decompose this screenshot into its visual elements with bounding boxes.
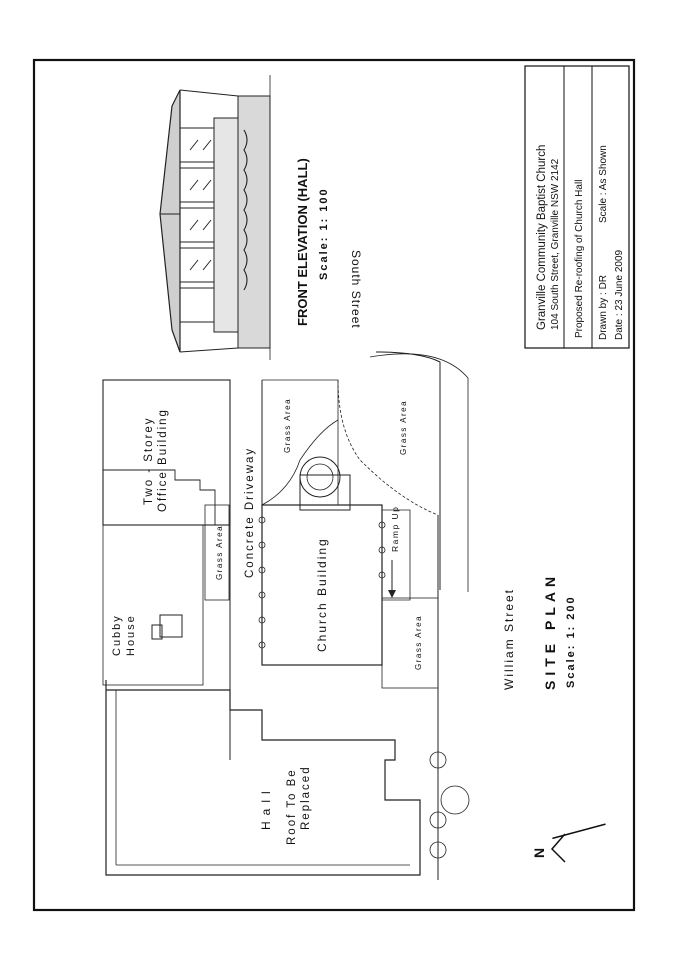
driveway-label: Concrete Driveway <box>244 447 256 578</box>
drawn-by: Drawn by : DR <box>598 275 609 340</box>
grass-area-bottom-label: Grass Area <box>414 615 423 670</box>
ramp-label: Ramp Up <box>390 506 400 552</box>
drawing-scale: Scale : As Shown <box>598 145 609 223</box>
elevation-scale: Scale: 1: 100 <box>318 187 330 280</box>
church-address: 104 South Street, Granville NSW 2142 <box>550 158 561 330</box>
south-street-label: South Street <box>349 250 363 329</box>
william-street-label: William Street <box>502 588 516 690</box>
cubby-label-line1: Cubby <box>111 614 123 656</box>
grass-area-right-label: Grass Area <box>399 400 408 455</box>
title-block: Granville Community Baptist Church 104 S… <box>524 65 630 349</box>
elevation-title: FRONT ELEVATION (HALL) <box>295 158 310 326</box>
sheet-border <box>32 58 636 912</box>
office-label-line1: Two - Storey <box>143 416 155 505</box>
roof-replace-line1: Roof To Be <box>286 768 298 845</box>
grass-area-strip-label: Grass Area <box>215 525 224 580</box>
site-plan-scale: Scale: 1: 200 <box>565 595 577 688</box>
office-label-line2: Office Building <box>157 408 169 512</box>
north-arrow: N <box>531 823 606 863</box>
drawing-date: Date : 23 June 2009 <box>614 249 625 340</box>
hall-label: Hall <box>259 785 273 830</box>
church-name: Granville Community Baptist Church <box>536 145 548 330</box>
site-plan-title: SITE PLAN <box>542 572 558 690</box>
cubby-label-line2: House <box>125 614 137 656</box>
roof-replace-line2: Replaced <box>300 765 312 830</box>
church-building-label: Church Building <box>315 537 329 652</box>
project-description: Proposed Re-roofing of Church Hall <box>574 180 585 338</box>
grass-area-top-label: Grass Area <box>283 398 292 453</box>
north-arrow-label: N <box>531 848 547 858</box>
site-plan <box>102 351 470 880</box>
front-elevation-sketch <box>159 75 271 360</box>
